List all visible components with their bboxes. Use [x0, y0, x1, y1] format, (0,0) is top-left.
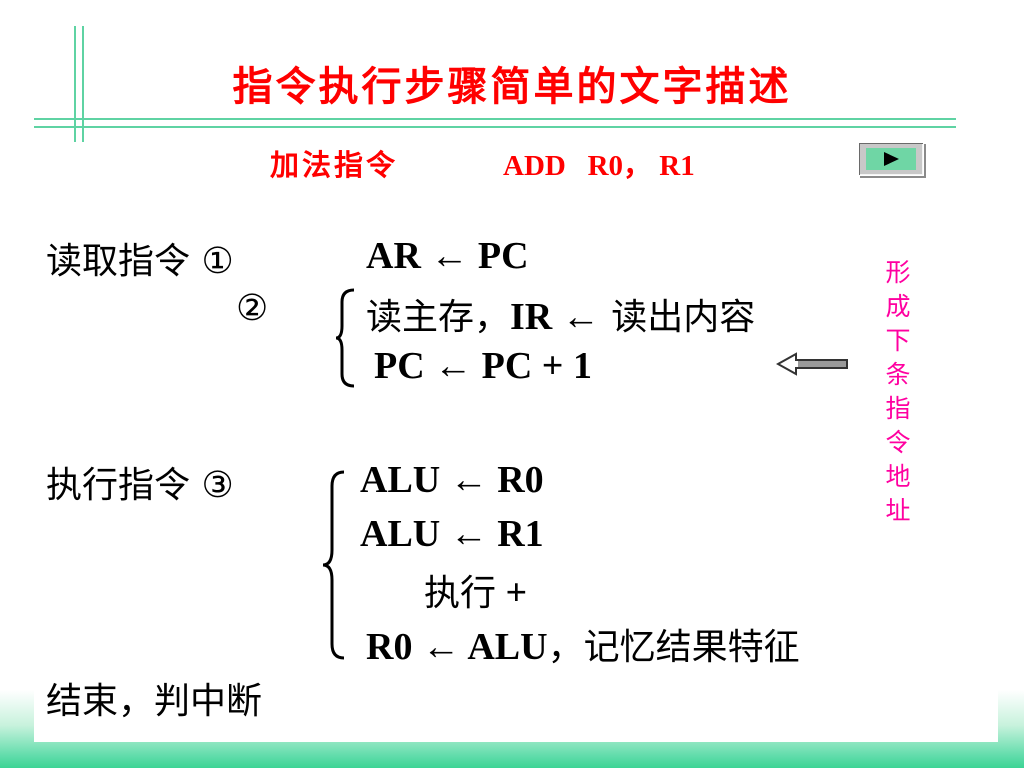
- play-button[interactable]: [858, 142, 924, 176]
- step-pc-increment: PC ← PC + 1: [374, 345, 592, 387]
- left-arrow-icon: [776, 352, 848, 376]
- play-triangle-icon: [884, 152, 899, 166]
- slide-title: 指令执行步骤简单的文字描述: [232, 63, 792, 110]
- execute-brace: [322, 470, 345, 660]
- step2-marker: ②: [236, 288, 269, 329]
- decor-vertical-line: [74, 26, 76, 142]
- exec-alu-r1: ALU ← R1: [360, 513, 544, 555]
- instruction-example: ADD R0， R1: [503, 150, 695, 182]
- exec-store-result: R0 ← ALU，记忆结果特征: [366, 618, 800, 670]
- fetch-brace: [335, 288, 355, 388]
- step-ar-pc: AR ← PC: [366, 235, 529, 277]
- execute-label: 执行指令 ③: [46, 465, 234, 506]
- plus-sign: +: [496, 572, 528, 614]
- ir-assign: IR ←: [510, 296, 600, 338]
- r0-assign: R0 ← ALU: [366, 626, 548, 668]
- slide-panel: [34, 0, 998, 742]
- decor-vertical-line: [82, 26, 84, 142]
- fetch-label: 读取指令 ①: [46, 241, 234, 282]
- read-content-text: 读出内容: [599, 297, 756, 338]
- record-flags-text: ，记忆结果特征: [547, 627, 800, 668]
- end-label: 结束，判中断: [46, 681, 263, 722]
- exec-alu-r0: ALU ← R0: [360, 459, 544, 501]
- side-note-next-address: 形成下条指令地址: [885, 258, 911, 525]
- step2-line1: 读主存，IR ← 读出内容: [366, 288, 755, 340]
- exec-add: 执行 +: [424, 564, 527, 616]
- execute-text: 执行: [424, 573, 497, 614]
- decor-horizontal-line: [34, 126, 956, 128]
- decor-horizontal-line: [34, 118, 956, 120]
- read-memory-text: 读主存，: [366, 297, 511, 338]
- instruction-type: 加法指令: [270, 148, 399, 182]
